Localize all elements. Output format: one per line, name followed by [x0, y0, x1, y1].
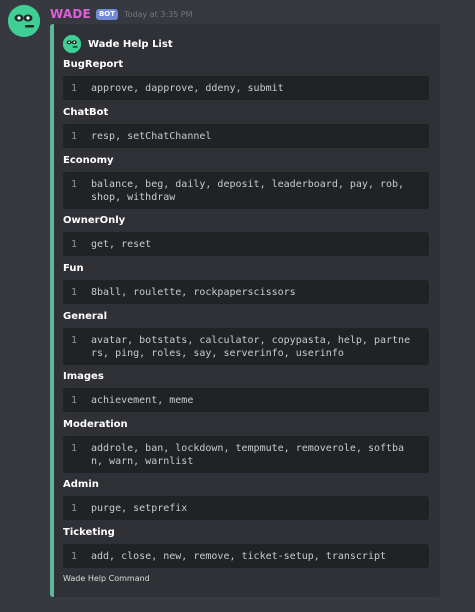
command-list: approve, dapprove, ddeny, submit — [91, 83, 284, 94]
field-name-chatbot: ChatBot — [63, 107, 109, 118]
field-name-general: General — [63, 311, 107, 322]
code-block-ticketing[interactable]: 1 add, close, new, remove, ticket-setup,… — [63, 544, 429, 568]
line-number: 1 — [71, 551, 78, 562]
code-block-fun[interactable]: 1 8ball, roulette, rockpaperscissors — [63, 280, 429, 304]
timestamp: Today at 3:35 PM — [124, 9, 193, 19]
field-name-economy: Economy — [63, 155, 114, 166]
field-name-owneronly: OwnerOnly — [63, 215, 126, 226]
line-number: 1 — [71, 443, 78, 454]
command-list: purge, setprefix — [91, 503, 188, 514]
line-number: 1 — [71, 395, 78, 406]
command-list: resp, setChatChannel — [91, 131, 212, 142]
code-block-owneronly[interactable]: 1 get, reset — [63, 232, 429, 256]
command-list: 8ball, roulette, rockpaperscissors — [91, 287, 296, 298]
embed-author: Wade Help List — [63, 34, 173, 54]
command-list: get, reset — [91, 239, 152, 250]
field-name-bugreport: BugReport — [63, 59, 124, 70]
field-name-ticketing: Ticketing — [63, 527, 115, 538]
command-list: avatar, botstats, calculator, copypasta,… — [91, 335, 411, 359]
line-number: 1 — [71, 83, 78, 94]
code-block-admin[interactable]: 1 purge, setprefix — [63, 496, 429, 520]
line-number: 1 — [71, 179, 78, 190]
line-number: 1 — [71, 239, 78, 250]
bot-tag: BOT — [95, 8, 119, 20]
wade-face-icon — [8, 5, 40, 37]
command-list: balance, beg, daily, deposit, leaderboar… — [91, 179, 405, 203]
field-name-moderation: Moderation — [63, 419, 128, 430]
field-name-images: Images — [63, 371, 104, 382]
help-embed: Wade Help List BugReport 1 approve, dapp… — [50, 24, 440, 597]
code-block-general[interactable]: 1 avatar, botstats, calculator, copypast… — [63, 328, 429, 365]
code-block-moderation[interactable]: 1 addrole, ban, lockdown, tempmute, remo… — [63, 436, 429, 473]
wade-avatar[interactable] — [8, 5, 40, 37]
command-list: addrole, ban, lockdown, tempmute, remove… — [91, 443, 405, 467]
embed-footer: Wade Help Command — [63, 574, 150, 583]
field-name-admin: Admin — [63, 479, 99, 490]
line-number: 1 — [71, 287, 78, 298]
code-block-chatbot[interactable]: 1 resp, setChatChannel — [63, 124, 429, 148]
line-number: 1 — [71, 335, 78, 346]
username[interactable]: WADE — [50, 7, 91, 21]
command-list: add, close, new, remove, ticket-setup, t… — [91, 551, 387, 562]
line-number: 1 — [71, 503, 78, 514]
code-block-bugreport[interactable]: 1 approve, dapprove, ddeny, submit — [63, 76, 429, 100]
embed-author-icon — [63, 35, 81, 53]
embed-title: Wade Help List — [88, 38, 173, 50]
code-block-economy[interactable]: 1 balance, beg, daily, deposit, leaderbo… — [63, 172, 429, 209]
wade-face-small-icon — [63, 35, 81, 53]
field-name-fun: Fun — [63, 263, 84, 274]
message-header: WADE BOT Today at 3:35 PM — [50, 6, 193, 22]
command-list: achievement, meme — [91, 395, 194, 406]
line-number: 1 — [71, 131, 78, 142]
code-block-images[interactable]: 1 achievement, meme — [63, 388, 429, 412]
